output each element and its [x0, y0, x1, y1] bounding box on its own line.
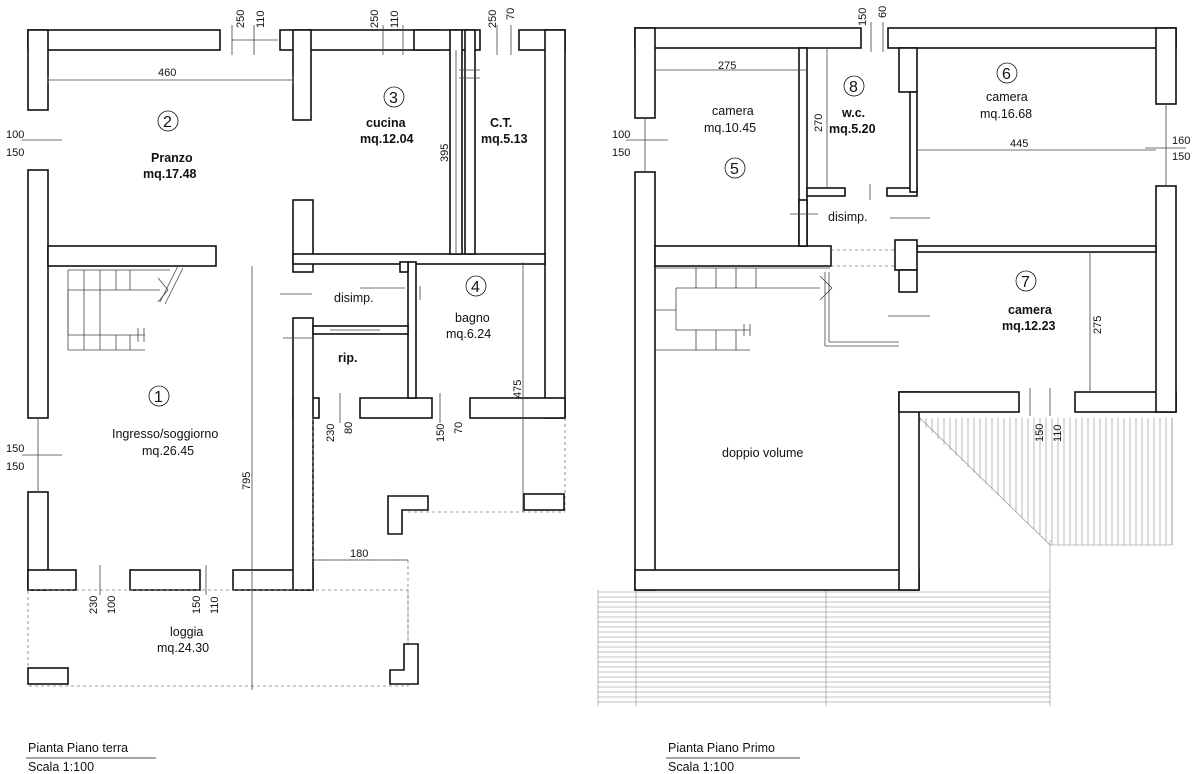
room-name-camera5: camera	[712, 104, 754, 118]
first-floor-title: Pianta Piano Primo	[668, 741, 775, 755]
dim-top-b2: 110	[389, 10, 401, 28]
room-name-pranzo: Pranzo	[151, 151, 193, 165]
room-number-4: 4	[471, 279, 480, 296]
room-number-3: 3	[389, 90, 398, 107]
room-name-disimp: disimp.	[334, 291, 374, 305]
dim-ff-bot1: 150	[1034, 424, 1046, 442]
ground-floor-walls	[27, 29, 566, 591]
dim-ff-left1: 100	[612, 129, 630, 141]
dim-475: 475	[512, 380, 524, 398]
dim-ff-top1: 150	[857, 8, 869, 26]
dim-ff-bot2: 110	[1052, 424, 1064, 442]
dim-left-a2: 150	[6, 147, 24, 159]
dim-left-b1: 150	[6, 443, 24, 455]
room-name-doppio: doppio volume	[722, 446, 803, 460]
room-area-wc: mq.5.20	[829, 122, 876, 136]
dim-top-b1: 250	[369, 10, 381, 28]
ground-floor-plan: 250 110 250 110 250 70 460 100 150 150 1…	[6, 8, 566, 774]
room-name-cucina: cucina	[366, 116, 407, 130]
dim-top-c1: 250	[487, 10, 499, 28]
dim-ff-445: 445	[1010, 138, 1028, 150]
room-name-loggia: loggia	[170, 625, 203, 639]
room-name-disimp-ff: disimp.	[828, 210, 868, 224]
dim-ff-top2: 60	[877, 6, 889, 18]
dim-bot-b2: 110	[209, 596, 221, 614]
dim-top-a1: 250	[235, 10, 247, 28]
dim-mid-b1: 150	[435, 424, 447, 442]
ground-floor-openings	[22, 25, 512, 595]
room-area-cucina: mq.12.04	[360, 132, 414, 146]
room-name-ingresso: Ingresso/soggiorno	[112, 427, 218, 441]
room-area-bagno: mq.6.24	[446, 327, 491, 341]
terrace-hatch	[597, 417, 1173, 706]
room-name-rip: rip.	[338, 351, 357, 365]
room-name-ct: C.T.	[490, 116, 512, 130]
room-number-1: 1	[154, 389, 163, 406]
first-floor-scale: Scala 1:100	[668, 760, 734, 774]
ground-floor-texts: 250 110 250 110 250 70 460 100 150 150 1…	[6, 8, 528, 774]
dim-bot-a2: 100	[106, 596, 118, 614]
room-number-8: 8	[849, 79, 858, 96]
dim-top-c2: 70	[505, 8, 517, 20]
room-number-7: 7	[1021, 274, 1030, 291]
room-name-wc: w.c.	[841, 106, 865, 120]
ground-dimension-lines	[47, 50, 524, 690]
room-area-camera5: mq.10.45	[704, 121, 756, 135]
dim-ff-right1: 160	[1172, 135, 1190, 147]
first-dimension-lines	[655, 48, 1156, 392]
dim-180: 180	[350, 548, 368, 560]
room-area-camera7: mq.12.23	[1002, 319, 1056, 333]
first-floor-openings	[626, 22, 1186, 416]
dim-ff-right2: 150	[1172, 151, 1190, 163]
dim-bot-a1: 230	[88, 596, 100, 614]
dim-ff-270: 270	[813, 114, 825, 132]
room-area-loggia: mq.24.30	[157, 641, 209, 655]
dim-bot-b1: 150	[191, 596, 203, 614]
dim-ff-h275: 275	[1092, 316, 1104, 334]
first-floor-texts: 150 60 275 270 445 100 150 160 150 275 1…	[612, 6, 1190, 774]
dim-795: 795	[241, 472, 253, 490]
ground-floor-title: Pianta Piano terra	[28, 741, 128, 755]
dim-left-b2: 150	[6, 461, 24, 473]
room-number-5: 5	[730, 161, 739, 178]
dim-ff-275: 275	[718, 60, 736, 72]
dim-460: 460	[158, 67, 176, 79]
room-name-bagno: bagno	[455, 311, 490, 325]
ground-staircase	[67, 265, 184, 351]
first-floor-walls	[634, 27, 1177, 591]
room-number-2: 2	[163, 114, 172, 131]
room-name-camera6: camera	[986, 90, 1028, 104]
room-area-ingresso: mq.26.45	[142, 444, 194, 458]
room-number-6: 6	[1002, 66, 1011, 83]
ground-loggia-outline	[27, 418, 566, 687]
dim-top-a2: 110	[255, 10, 267, 28]
dim-mid-b2: 70	[453, 422, 465, 434]
first-floor-plan: 150 60 275 270 445 100 150 160 150 275 1…	[597, 6, 1190, 774]
room-area-camera6: mq.16.68	[980, 107, 1032, 121]
ground-floor-scale: Scala 1:100	[28, 760, 94, 774]
dim-mid-a2: 80	[343, 422, 355, 434]
dim-395: 395	[439, 144, 451, 162]
room-area-pranzo: mq.17.48	[143, 167, 197, 181]
first-staircase	[655, 267, 899, 351]
dim-ff-left2: 150	[612, 147, 630, 159]
dim-left-a1: 100	[6, 129, 24, 141]
dim-mid-a1: 230	[325, 424, 337, 442]
room-name-camera7: camera	[1008, 303, 1053, 317]
room-area-ct: mq.5.13	[481, 132, 528, 146]
